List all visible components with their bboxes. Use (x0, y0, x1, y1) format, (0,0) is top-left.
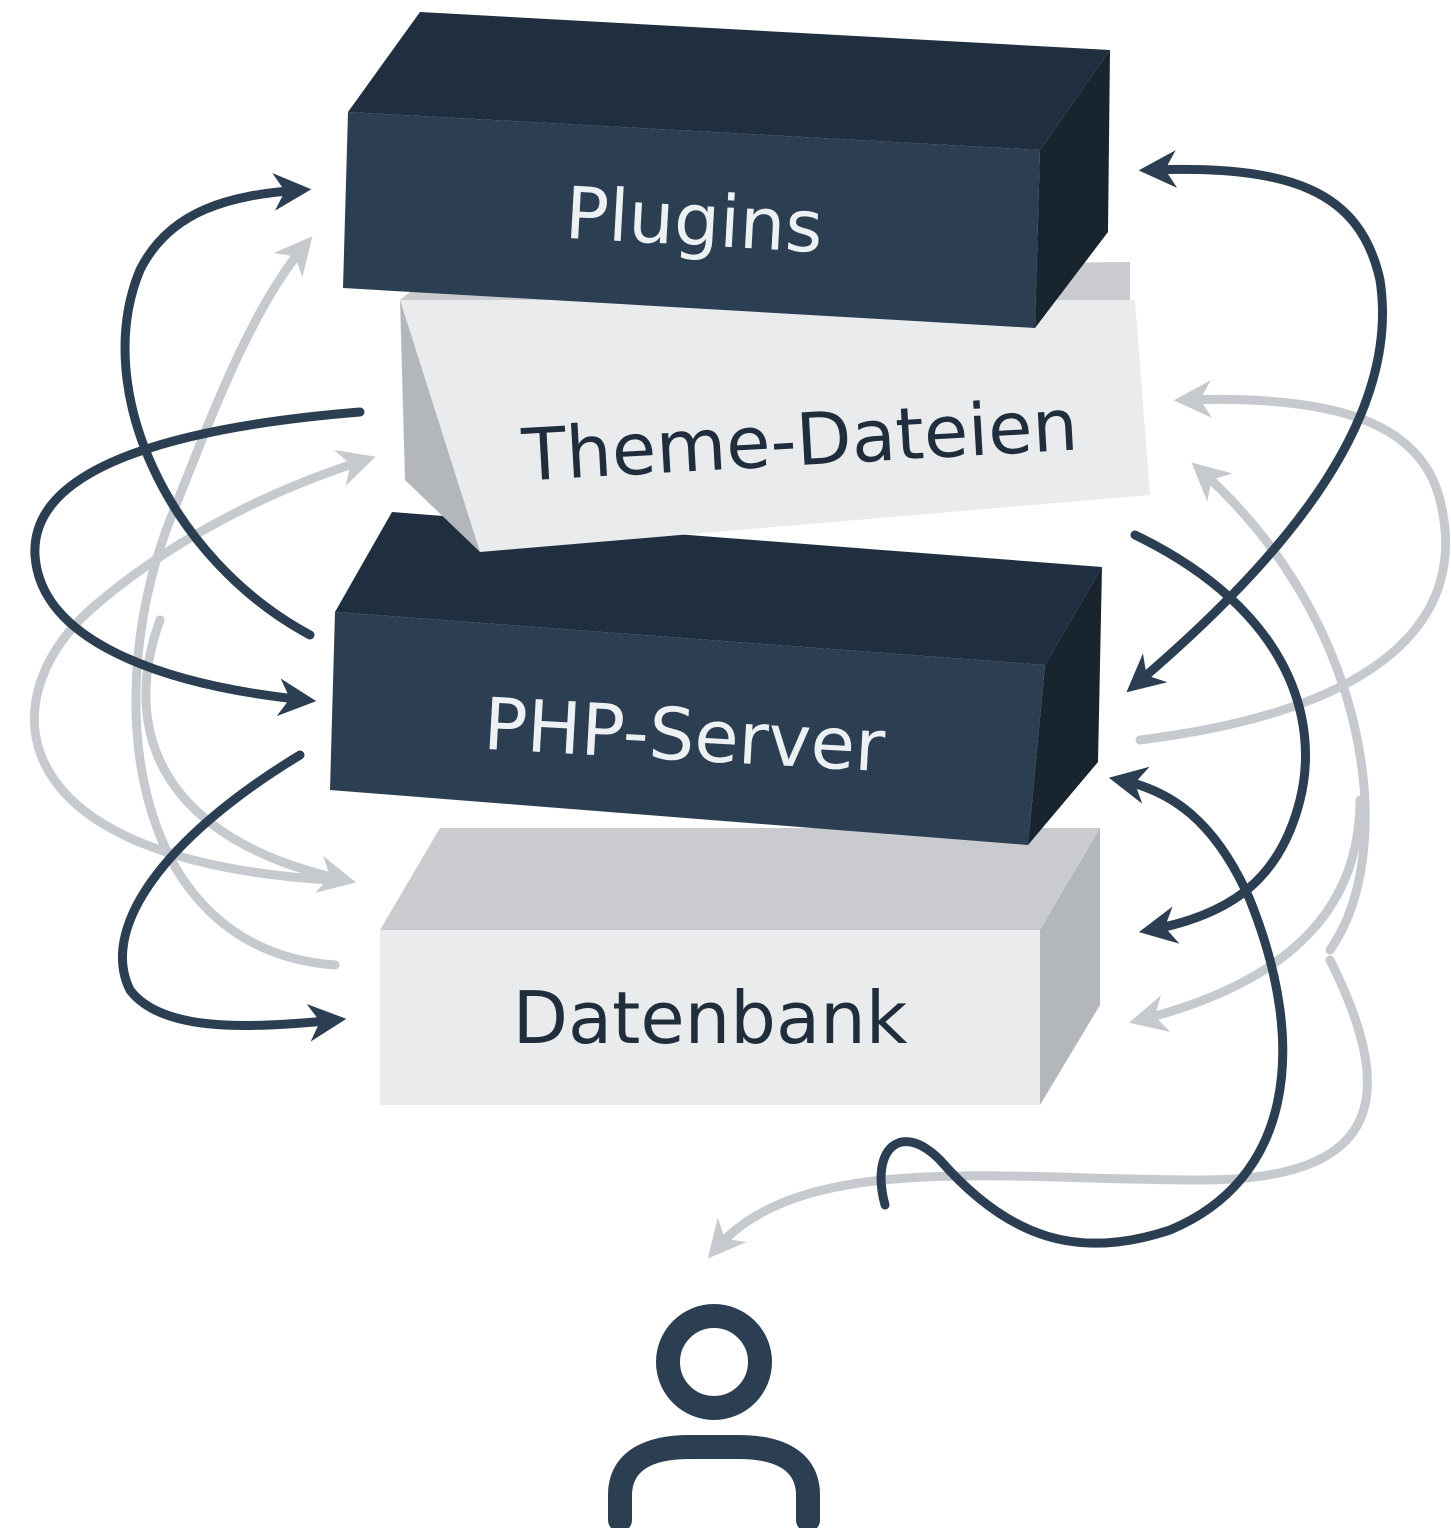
layer-db-label: Datenbank (513, 976, 908, 1060)
light-arrow-to-user (707, 955, 1372, 1259)
layer-php: PHP-Server (330, 512, 1102, 845)
dark-arrow-theme-to-php (30, 407, 365, 717)
layer-plugins-label: Plugins (563, 171, 825, 269)
light-arrow-right-to-theme (1135, 380, 1451, 745)
layer-plugins-front (343, 112, 1040, 328)
light-arrow-right-lower (1128, 795, 1365, 1032)
layer-php-front (330, 612, 1045, 845)
user-icon-head (656, 1304, 772, 1420)
light-arrow-left-to-theme (29, 449, 376, 885)
dark-arrow-php-to-plugins (120, 173, 315, 640)
dark-arrows (30, 150, 1388, 1248)
layer-plugins: Plugins (343, 12, 1110, 328)
layer-theme-front (400, 300, 1150, 552)
layer-plugins-top (348, 12, 1110, 150)
layer-php-side (1028, 567, 1102, 845)
layer-php-top (335, 512, 1102, 665)
layer-db: Datenbank (380, 828, 1100, 1105)
dark-arrow-php-to-db (117, 750, 347, 1042)
light-arrow-left-to-db (141, 615, 357, 893)
layer-db-top (380, 828, 1100, 930)
dark-arrow-theme-to-db (1130, 530, 1310, 944)
user-icon (608, 1304, 820, 1528)
layer-plugins-side (1035, 50, 1110, 328)
dark-arrow-user-to-php (876, 766, 1288, 1248)
layer-db-front (380, 930, 1040, 1105)
light-arrow-right-to-db (1191, 462, 1370, 955)
light-arrow-left-to-plugins (131, 236, 340, 970)
layer-db-side (1040, 828, 1100, 1105)
user-icon-body (608, 1435, 820, 1528)
dark-arrow-plugins-php (1126, 150, 1388, 693)
